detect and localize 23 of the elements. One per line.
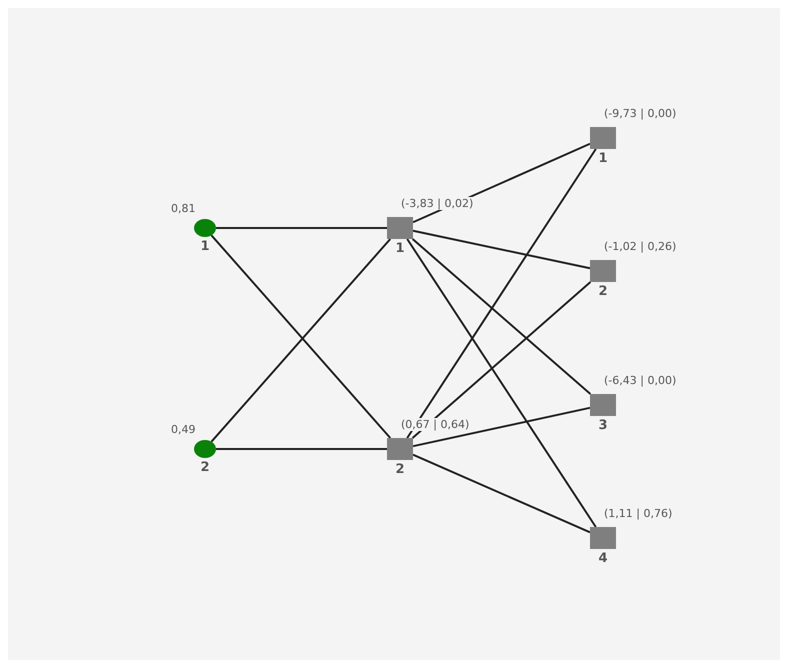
connection-line	[412, 230, 590, 270]
node-value: (-9,73 | 0,00)	[603, 107, 678, 120]
connection-line	[406, 148, 597, 439]
neuron-square	[590, 527, 616, 549]
neuron-square	[590, 127, 616, 149]
node-value: (-3,83 | 0,02)	[400, 197, 474, 210]
node-value: (0,67 | 0,64)	[400, 418, 470, 431]
connection-line	[216, 227, 387, 229]
connection-line	[412, 238, 592, 395]
node-value: 0,81	[170, 202, 196, 215]
node-value: (-6,43 | 0,00)	[603, 374, 678, 387]
neuron-square	[590, 260, 616, 282]
connection-line	[412, 281, 592, 439]
connection-line	[412, 406, 590, 448]
connection-line	[216, 448, 387, 450]
neuron-square	[387, 438, 413, 460]
node-value: (-1,02 | 0,26)	[603, 240, 678, 253]
node-value: 0,49	[170, 423, 196, 436]
connection-line	[412, 454, 590, 534]
neuron-square	[590, 394, 616, 416]
connection-line	[406, 238, 597, 528]
neuron-square	[387, 217, 413, 239]
node-value: (1,11 | 0,76)	[603, 507, 674, 520]
